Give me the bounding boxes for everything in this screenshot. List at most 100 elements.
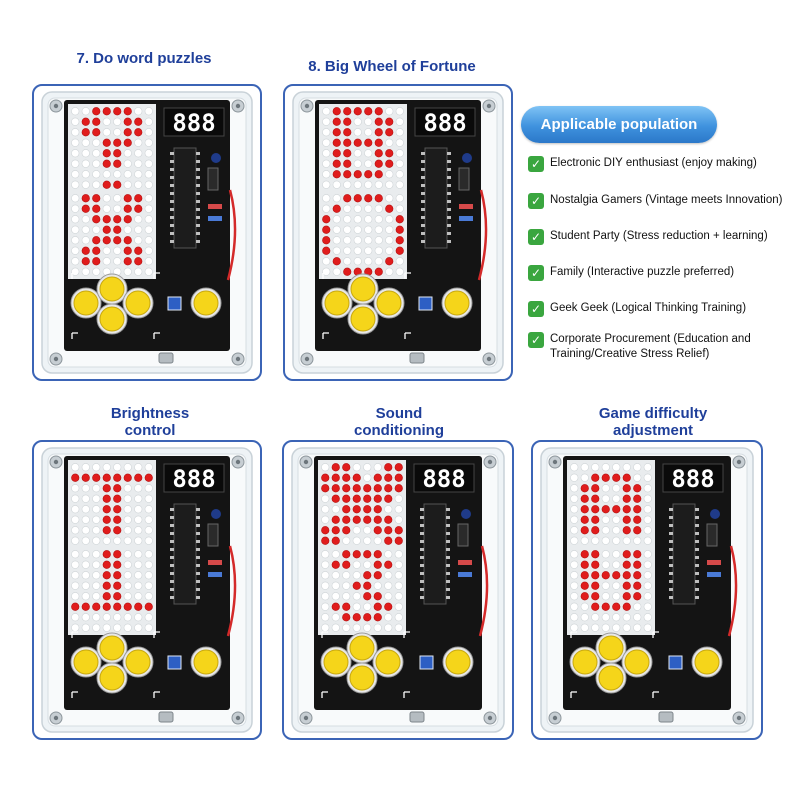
chip-pin: [170, 192, 174, 195]
led-dot: [591, 602, 600, 611]
yellow-button: [193, 649, 219, 675]
led-dot: [384, 602, 393, 611]
red-wire: [727, 545, 738, 637]
chip-pin: [695, 532, 699, 535]
led-dot: [612, 571, 621, 580]
led-dot: [81, 204, 90, 213]
yellow-button: [375, 649, 401, 675]
led-dot: [374, 267, 383, 276]
product-card: 888: [282, 440, 514, 740]
led-dot: [322, 149, 331, 158]
chip-pin: [695, 596, 699, 599]
led-dot: [633, 581, 642, 590]
led-dot: [123, 204, 132, 213]
led-dot: [570, 550, 579, 559]
led-dot: [102, 623, 111, 632]
led-dot: [633, 602, 642, 611]
led-dot: [580, 592, 589, 601]
led-dot: [385, 107, 394, 116]
seven-segment-digits: 888: [172, 465, 215, 493]
led-dot: [580, 484, 589, 493]
led-dot: [384, 484, 393, 493]
led-dot: [102, 526, 111, 535]
led-dot: [612, 515, 621, 524]
led-dot: [353, 149, 362, 158]
list-item: ✓ Family (Interactive puzzle preferred): [528, 265, 792, 281]
led-dot: [102, 515, 111, 524]
screw-center: [304, 356, 310, 362]
chip-pin: [196, 216, 200, 219]
yellow-button: [624, 649, 650, 675]
chip-pin: [669, 572, 673, 575]
led-dot: [395, 204, 404, 213]
led-dot: [102, 149, 111, 158]
led-dot: [81, 246, 90, 255]
led-dot: [92, 180, 101, 189]
led-dot: [342, 473, 351, 482]
led-dot: [322, 170, 331, 179]
led-dot: [352, 581, 361, 590]
led-dot: [332, 257, 341, 266]
led-dot: [385, 180, 394, 189]
led-dot: [591, 623, 600, 632]
seven-segment-digits: 888: [172, 109, 215, 137]
led-dot: [102, 592, 111, 601]
led-dot: [71, 473, 80, 482]
yellow-button: [99, 276, 125, 302]
led-dot: [353, 246, 362, 255]
led-dot: [601, 494, 610, 503]
chip-pin: [421, 184, 425, 187]
led-dot: [394, 473, 403, 482]
led-dot: [71, 159, 80, 168]
led-dot: [394, 592, 403, 601]
led-dot: [123, 138, 132, 147]
population-item-text: Family (Interactive puzzle preferred): [550, 266, 735, 278]
led-dot: [81, 560, 90, 569]
chip-pin: [420, 508, 424, 511]
led-dot: [353, 204, 362, 213]
led-dot: [113, 246, 122, 255]
led-dot: [322, 180, 331, 189]
led-dot: [612, 473, 621, 482]
panel-title: Brightness control: [110, 405, 190, 439]
led-dot: [331, 494, 340, 503]
led-dot: [363, 550, 372, 559]
led-dot: [622, 526, 631, 535]
led-dot: [601, 571, 610, 580]
led-dot: [384, 536, 393, 545]
led-dot: [81, 473, 90, 482]
led-dot: [144, 602, 153, 611]
led-dot: [343, 257, 352, 266]
led-dot: [384, 550, 393, 559]
led-dot: [622, 602, 631, 611]
led-dot: [352, 505, 361, 514]
seven-segment-display: [414, 107, 476, 137]
led-dot: [394, 571, 403, 580]
led-dot: [591, 581, 600, 590]
chip-pin: [420, 532, 424, 535]
led-dot: [601, 515, 610, 524]
led-dot: [395, 246, 404, 255]
panel-title: Game difficulty adjustment: [598, 405, 708, 439]
led-dot: [580, 602, 589, 611]
led-dot: [374, 194, 383, 203]
led-dot: [321, 463, 330, 472]
led-dot: [580, 613, 589, 622]
led-dot: [374, 149, 383, 158]
led-dot: [612, 536, 621, 545]
led-dot: [385, 128, 394, 137]
led-dot: [580, 560, 589, 569]
chip-pin: [170, 524, 174, 527]
led-dot: [643, 484, 652, 493]
chip-pin: [421, 224, 425, 227]
led-dot: [363, 560, 372, 569]
led-dot: [134, 267, 143, 276]
corner-arrow-icon: [404, 332, 411, 339]
led-dot: [342, 602, 351, 611]
led-dot: [322, 194, 331, 203]
capacitor: [710, 509, 720, 519]
led-dot: [71, 550, 80, 559]
led-dot: [332, 194, 341, 203]
led-dot: [591, 592, 600, 601]
led-dot: [113, 536, 122, 545]
